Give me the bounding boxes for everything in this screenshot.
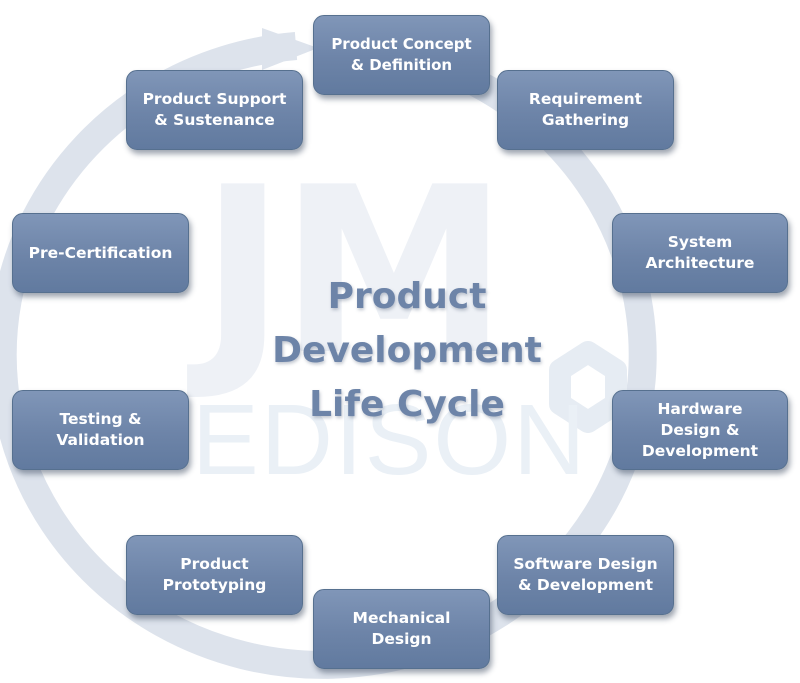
stage-product-support: Product Support & Sustenance: [126, 70, 303, 150]
stage-system-architecture: System Architecture: [612, 213, 788, 293]
stage-product-prototyping: Product Prototyping: [126, 535, 303, 615]
stage-product-concept: Product Concept & Definition: [313, 15, 490, 95]
diagram-title: Product Development Life Cycle: [272, 276, 542, 425]
stage-software-design: Software Design & Development: [497, 535, 674, 615]
stage-hardware-design: Hardware Design & Development: [612, 390, 788, 470]
cycle-arrowhead-icon: [262, 28, 318, 70]
stage-testing-validation: Testing & Validation: [12, 390, 189, 470]
stage-pre-certification: Pre-Certification: [12, 213, 189, 293]
stage-mechanical-design: Mechanical Design: [313, 589, 490, 669]
stage-requirement-gathering: Requirement Gathering: [497, 70, 674, 150]
